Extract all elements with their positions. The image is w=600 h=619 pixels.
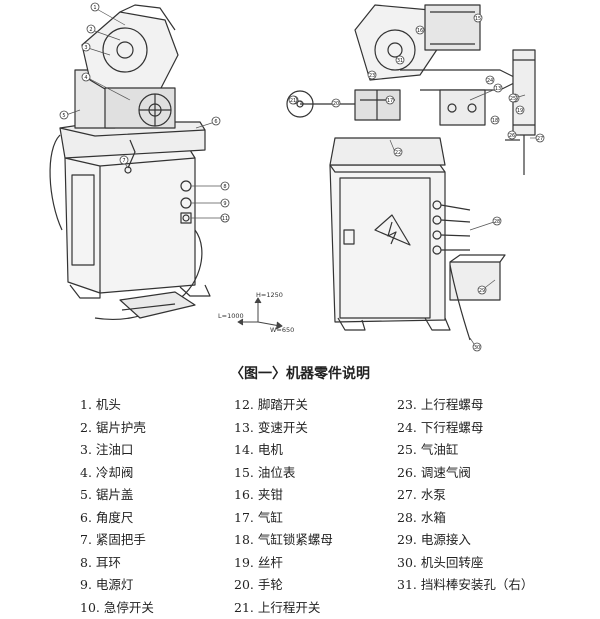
callout-number: 25 <box>510 96 516 102</box>
part-item: 4. 冷却阀 <box>80 462 154 485</box>
part-item: 19. 丝杆 <box>234 552 333 575</box>
callout-number: 27 <box>537 136 543 142</box>
part-item: 17. 气缸 <box>234 507 333 530</box>
callout-number: 23 <box>369 73 375 79</box>
callout-number: 18 <box>492 118 498 124</box>
part-item: 29. 电源接入 <box>397 529 533 552</box>
part-item: 14. 电机 <box>234 439 333 462</box>
callout-number: 20 <box>333 101 339 107</box>
callout-24: 24 <box>486 76 494 84</box>
callout-11: 11 <box>221 214 229 222</box>
machine-parts-diagram: H=1250 L=1000 W=650 12345678910111213141… <box>0 0 600 360</box>
part-item: 8. 耳环 <box>80 552 154 575</box>
callout-number: 9 <box>223 201 226 207</box>
part-item: 3. 注油口 <box>80 439 154 462</box>
callout-28: 28 <box>493 217 501 225</box>
callout-20: 20 <box>332 99 340 107</box>
callout-number: 7 <box>122 158 125 164</box>
callout-25: 25 <box>509 94 517 102</box>
callout-30: 30 <box>473 343 481 351</box>
callout-1: 1 <box>91 3 99 11</box>
part-item: 20. 手轮 <box>234 574 333 597</box>
callout-3: 3 <box>82 43 90 51</box>
part-item: 13. 变速开关 <box>234 417 333 440</box>
part-item: 6. 角度尺 <box>80 507 154 530</box>
callout-15: 15 <box>474 14 482 22</box>
part-item: 5. 锯片盖 <box>80 484 154 507</box>
callout-13: 13 <box>494 84 502 92</box>
part-item: 30. 机头回转座 <box>397 552 533 575</box>
callout-22: 22 <box>394 148 402 156</box>
callout-21: 21 <box>289 96 297 104</box>
callout-number: 8 <box>223 184 226 190</box>
part-item: 31. 挡料棒安装孔（右） <box>397 574 533 597</box>
part-item: 23. 上行程螺母 <box>397 394 533 417</box>
callout-number: 6 <box>214 119 217 125</box>
callout-23: 23 <box>368 71 376 79</box>
axis-length-label: L=1000 <box>218 312 244 320</box>
callout-number: 22 <box>395 150 401 156</box>
callout-number: 16 <box>417 28 423 34</box>
callout-6: 6 <box>212 117 220 125</box>
callout-number: 5 <box>62 113 65 119</box>
callout-4: 4 <box>82 73 90 81</box>
callout-number: 3 <box>84 45 87 51</box>
part-item: 25. 气油缸 <box>397 439 533 462</box>
callout-number: 11 <box>222 216 228 222</box>
callout-7: 7 <box>120 156 128 164</box>
callout-number: 31 <box>397 58 403 64</box>
left-machine-view <box>50 5 210 319</box>
callout-19: 19 <box>516 106 524 114</box>
figure-caption: 〈图一〉机器零件说明 <box>0 363 600 383</box>
part-item: 18. 气缸锁紧螺母 <box>234 529 333 552</box>
callout-number: 30 <box>474 345 480 351</box>
axis-height-label: H=1250 <box>256 291 283 299</box>
callout-27: 27 <box>536 134 544 142</box>
part-item: 9. 电源灯 <box>80 574 154 597</box>
part-item: 7. 紧固把手 <box>80 529 154 552</box>
callout-number: 1 <box>93 5 96 11</box>
part-item: 16. 夹钳 <box>234 484 333 507</box>
callout-number: 17 <box>387 98 393 104</box>
part-item: 24. 下行程螺母 <box>397 417 533 440</box>
part-item: 27. 水泵 <box>397 484 533 507</box>
callout-9: 9 <box>221 199 229 207</box>
callout-number: 21 <box>290 98 296 104</box>
callout-number: 4 <box>84 75 87 81</box>
part-item: 12. 脚踏开关 <box>234 394 333 417</box>
dimension-axes <box>238 298 282 329</box>
callout-8: 8 <box>221 182 229 190</box>
callout-16: 16 <box>416 26 424 34</box>
callout-2: 2 <box>87 25 95 33</box>
callout-number: 13 <box>495 86 501 92</box>
callout-17: 17 <box>386 96 394 104</box>
callout-number: 2 <box>89 27 92 33</box>
callout-29: 29 <box>478 286 486 294</box>
callout-26: 26 <box>508 131 516 139</box>
callout-31: 31 <box>396 56 404 64</box>
callout-number: 29 <box>479 288 485 294</box>
callout-number: 26 <box>509 133 515 139</box>
callout-number: 15 <box>475 16 481 22</box>
right-machine-view <box>287 5 535 340</box>
part-item: 15. 油位表 <box>234 462 333 485</box>
callout-number: 28 <box>494 219 500 225</box>
callout-5: 5 <box>60 111 68 119</box>
callout-18: 18 <box>491 116 499 124</box>
part-item: 2. 锯片护壳 <box>80 417 154 440</box>
axis-width-label: W=650 <box>270 326 294 334</box>
callout-number: 19 <box>517 108 523 114</box>
part-item: 1. 机头 <box>80 394 154 417</box>
part-item: 28. 水箱 <box>397 507 533 530</box>
callout-number: 24 <box>487 78 493 84</box>
part-item: 26. 调速气阀 <box>397 462 533 485</box>
